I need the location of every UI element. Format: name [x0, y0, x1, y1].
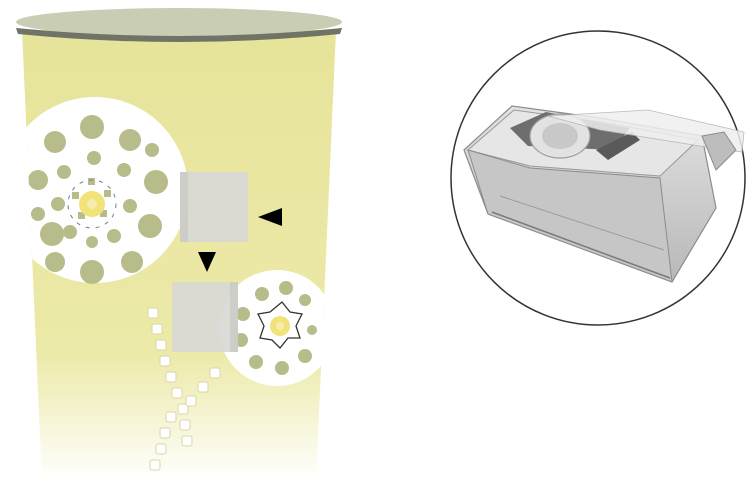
sticker-large: [2, 97, 188, 284]
tape-dispenser-inset: [451, 31, 745, 325]
cup-rim: [16, 8, 342, 36]
tape-patch-lower: [172, 282, 238, 352]
tape-patch-upper: [180, 172, 248, 242]
